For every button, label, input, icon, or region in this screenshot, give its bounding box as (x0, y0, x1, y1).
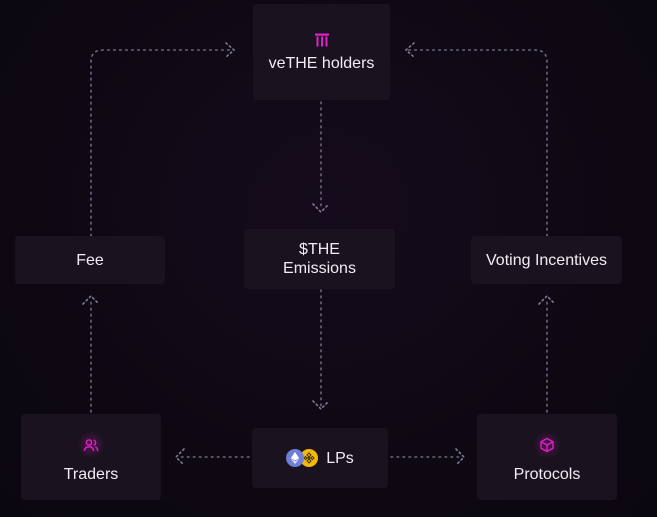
arrowhead-to-emissions (312, 203, 330, 214)
traders-label: Traders (63, 465, 119, 483)
node-lps: LPs (252, 428, 388, 488)
connector-fee-to-vethe (90, 49, 233, 237)
arrowhead-to-vethe-right (404, 42, 415, 58)
node-fee: Fee (15, 236, 165, 284)
arrowhead-to-fee (82, 294, 100, 305)
arrowhead-to-lps (312, 400, 330, 411)
node-vethe-holders: veTHE holders (253, 4, 390, 100)
arrowhead-to-incentives (538, 294, 556, 305)
node-voting-incentives: Voting Incentives (471, 236, 622, 284)
vethe-holders-label: veTHE holders (268, 54, 375, 72)
bnb-coin-icon (300, 449, 319, 467)
thena-logo-icon (314, 32, 330, 48)
node-the-emissions: $THE Emissions (244, 229, 395, 289)
node-traders: Traders (21, 414, 161, 500)
ethereum-coin-icon (286, 449, 305, 467)
node-protocols: Protocols (477, 414, 617, 500)
voting-incentives-label: Voting Incentives (486, 251, 607, 269)
lps-label: LPs (326, 449, 354, 467)
arrowhead-to-protocols (455, 448, 466, 466)
arrowhead-to-traders (174, 448, 185, 466)
cube-icon (533, 430, 561, 459)
protocols-label: Protocols (513, 465, 581, 483)
users-icon (77, 430, 105, 459)
arrowhead-to-vethe-left (225, 42, 236, 58)
connector-incentives-to-vethe (407, 49, 548, 237)
fee-label: Fee (76, 251, 104, 269)
emissions-token-label: $THE (299, 241, 340, 258)
emissions-label: Emissions (283, 260, 356, 277)
